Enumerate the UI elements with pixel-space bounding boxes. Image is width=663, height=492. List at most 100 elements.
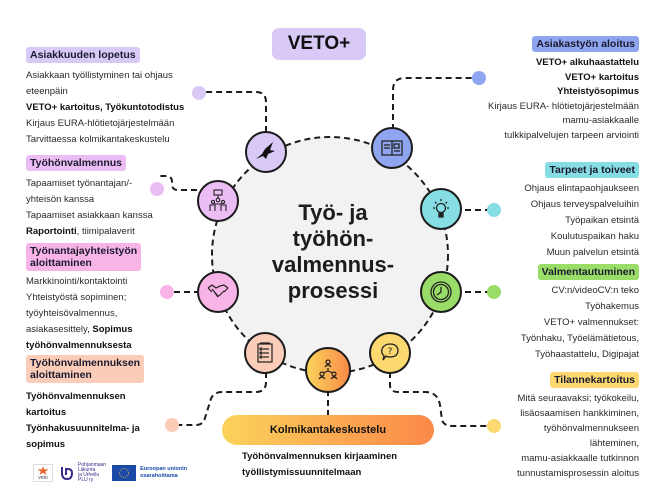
section-line: Asiakkaan työllistyminen tai ohjaus: [26, 70, 173, 81]
section-line: työyhteisövalmennus,: [26, 308, 118, 319]
plu-mark-icon: [61, 467, 74, 481]
plu-logo-text: ja Urheilu: [78, 472, 100, 478]
section-line: tulkkipalvelujen tarpeen arviointi: [504, 129, 639, 141]
section-heading: Työhönvalmennuksen aloittaminen: [26, 355, 145, 383]
section-line: Raportointi, tiimipalaverit: [26, 224, 196, 240]
dot-tilannekartoitus: [487, 419, 501, 433]
dot-tyonantaja: [160, 285, 174, 299]
network-people-icon: [318, 359, 338, 380]
node-valmentautuminen: [420, 271, 462, 313]
section-line: Markkinointi/kontaktointi: [26, 276, 128, 287]
connector-tyohonvalmennus: [160, 175, 197, 191]
center-title-line: valmennus-: [271, 252, 395, 277]
eu-label: osarahoittama: [140, 473, 178, 479]
dot-asiakastyon-aloitus: [472, 71, 486, 85]
section-line: kartoitus: [26, 407, 67, 418]
eu-label: Euroopan unionin: [140, 466, 188, 472]
section-line: Yhteistyösopimus: [557, 86, 639, 97]
node-asiakkuuden-lopetus: [245, 131, 287, 173]
dot-tyohonvalmennus: [150, 182, 164, 196]
section-line: Työpaikan etsintä: [565, 215, 639, 226]
veto-star-icon: [37, 465, 49, 475]
section-line: tunnustamisprosessin aloitus: [517, 468, 639, 479]
connector-aloittaminen: [178, 372, 267, 426]
heading-line: aloittaminen: [30, 257, 92, 269]
heading-line: aloittaminen: [30, 369, 92, 381]
section-line: Tapaamiset asiakkaan kanssa: [26, 210, 153, 221]
section-line: Muun palvelun etsintä: [546, 247, 639, 258]
eu-flag-icon: [112, 465, 137, 481]
bold-text: Sopimus: [92, 324, 133, 335]
section-line: asiakasesittely, Sopimus: [26, 322, 166, 338]
center-title-line: Työ- ja: [298, 200, 368, 225]
section-asiakkuuden-lopetus: Asiakkuuden lopetus Asiakkaan työllistym…: [26, 45, 216, 148]
section-line: Työhaastattelu, Digipajat: [534, 349, 639, 360]
section-line: Kirjaus EURA-hlötietojärjestelmään: [26, 118, 175, 129]
center-title-line: työhön-: [292, 226, 374, 251]
section-line: sopimus: [26, 439, 66, 450]
bird-icon: [256, 142, 275, 159]
section-tyonantajayhteistyon-aloittaminen: Työnantajayhteistyön aloittaminen Markki…: [26, 243, 166, 354]
node-tyonantajayhteistyon-aloittaminen: [197, 271, 239, 313]
text: asiakasesittely,: [26, 324, 93, 335]
plu-logo-text: Liikunta: [78, 467, 96, 473]
book-icon: [381, 140, 403, 156]
kolmikantakeskustelu-banner: Kolmikantakeskustelu: [222, 415, 434, 445]
center-title: Työ- ja työhön- valmennus- prosessi: [258, 200, 408, 304]
checklist-icon: [257, 342, 273, 363]
node-tyohonvalmennuksen-aloittaminen: [244, 332, 286, 374]
bold-text: Raportointi: [26, 226, 77, 237]
section-line: työhönvalmennuksesta: [26, 340, 132, 351]
section-line: Yhteistyöstä sopiminen;: [26, 292, 127, 303]
section-heading: Asiakkuuden lopetus: [26, 47, 140, 63]
veto-title-badge: VETO+: [272, 28, 366, 60]
section-line: Ohjaus elintapaohjaukseen: [524, 183, 639, 194]
veto-logo: veto: [33, 464, 53, 482]
section-line: Työhönvalmennuksen: [26, 391, 126, 402]
node-tilannekartoitus: ?: [369, 332, 411, 374]
section-line: Työnhakusuunnitelma- ja: [26, 423, 140, 434]
section-line: yhteisön kanssa: [26, 194, 95, 205]
section-line: työllistymissuunnitelmaan: [242, 467, 362, 478]
section-line: lisäosaamisen hankkiminen,: [520, 408, 639, 419]
presenter-group-icon: [209, 189, 227, 211]
section-line: VETO+ kartoitus: [564, 71, 639, 83]
section-line: eteenpäin: [26, 86, 68, 97]
plu-logo-text: Pohjanmaan: [78, 462, 107, 468]
section-line: VETO+ valmennukset:: [543, 317, 639, 328]
plu-logo: Pohjanmaan Liikunta ja Urheilu PLU ry: [59, 463, 106, 483]
kolmikantakeskustelu-text: Työhönvalmennuksen kirjaaminen työllisty…: [242, 449, 397, 481]
section-heading: Tarpeet ja toiveet: [545, 162, 639, 178]
section-line: Tapaamiset työnantajan/-: [26, 178, 133, 189]
node-asiakastyon-aloitus: [371, 127, 413, 169]
handshake-icon: [207, 284, 229, 298]
section-line: VETO+ alkuhaastattelu: [535, 57, 639, 68]
dot-asiakkuuden-lopetus: [192, 86, 206, 100]
svg-text:?: ?: [388, 347, 393, 357]
dot-tarpeet: [487, 203, 501, 217]
section-line: mamu-asiakkaalle: [562, 115, 639, 126]
section-tyohonvalmennus: Työhönvalmennus Tapaamiset työnantajan/-…: [26, 153, 196, 240]
footer-logos: veto Pohjanmaan Liikunta ja Urheilu PLU …: [33, 462, 187, 484]
section-line: Työnhaku, Työelämätietous,: [520, 333, 639, 344]
section-line: Koulutuspaikan haku: [550, 231, 639, 242]
text: , tiimipalaverit: [76, 226, 135, 237]
section-line: Työhönvalmennuksen kirjaaminen: [242, 451, 398, 462]
section-heading: Asiakastyön aloitus: [532, 36, 639, 52]
connector-tilanne: [389, 372, 490, 427]
section-tilannekartoitus: Tilannekartoitus Mitä seuraavaksi; työko…: [479, 370, 639, 481]
section-tarpeet-ja-toiveet: Tarpeet ja toiveet Ohjaus elintapaohjauk…: [479, 160, 639, 261]
section-line: Mitä seuraavaksi; työkokeilu,: [517, 393, 639, 404]
connector-asiakastyo: [392, 77, 475, 130]
heading-line: Työhönvalmennuksen: [30, 357, 141, 369]
section-line: mamu-asiakkaalle tutkinnon: [521, 453, 639, 464]
section-line: Tarvittaessa kolmikantakeskustelu: [26, 134, 170, 145]
dot-valmentautuminen: [487, 285, 501, 299]
node-kolmikantakeskustelu: [305, 347, 351, 393]
eu-logo: Euroopan unionin osarahoittama: [112, 465, 187, 481]
section-line: VETO+ kartoitus, Työkuntotodistus: [26, 102, 185, 113]
dot-tyohonvalmennuksen-aloittaminen: [165, 418, 179, 432]
node-tarpeet-ja-toiveet: [420, 188, 462, 230]
section-line: CV:n/videoCV:n teko: [551, 285, 639, 296]
section-line: työhönvalmennukseen: [543, 423, 639, 434]
